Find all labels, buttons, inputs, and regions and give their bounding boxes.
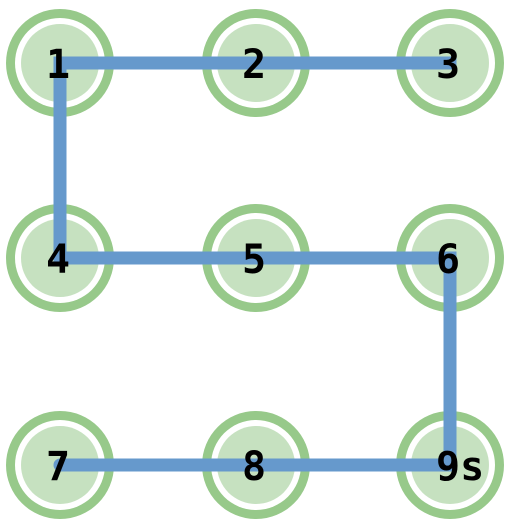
path-joint-3 (443, 56, 457, 70)
node-label-5: 5 (242, 237, 266, 283)
path-joint-9 (443, 458, 457, 472)
node-label-9: 9s (436, 444, 484, 490)
node-label-4: 4 (46, 237, 70, 283)
node-label-2: 2 (242, 42, 266, 88)
path-joint-5 (249, 251, 263, 265)
path-joint-8 (249, 458, 263, 472)
node-label-1: 1 (46, 42, 70, 88)
pattern-labels: 1 2 3 4 5 6 7 8 9s (46, 42, 484, 490)
node-label-3: 3 (436, 42, 460, 88)
node-label-6: 6 (436, 237, 460, 283)
node-label-7: 7 (46, 444, 70, 490)
path-joint-1 (53, 56, 67, 70)
node-label-8: 8 (242, 444, 266, 490)
pattern-path (53, 56, 457, 472)
path-joint-6 (443, 251, 457, 265)
path-joint-2 (249, 56, 263, 70)
path-joint-4 (53, 251, 67, 265)
path-joint-7 (53, 458, 67, 472)
